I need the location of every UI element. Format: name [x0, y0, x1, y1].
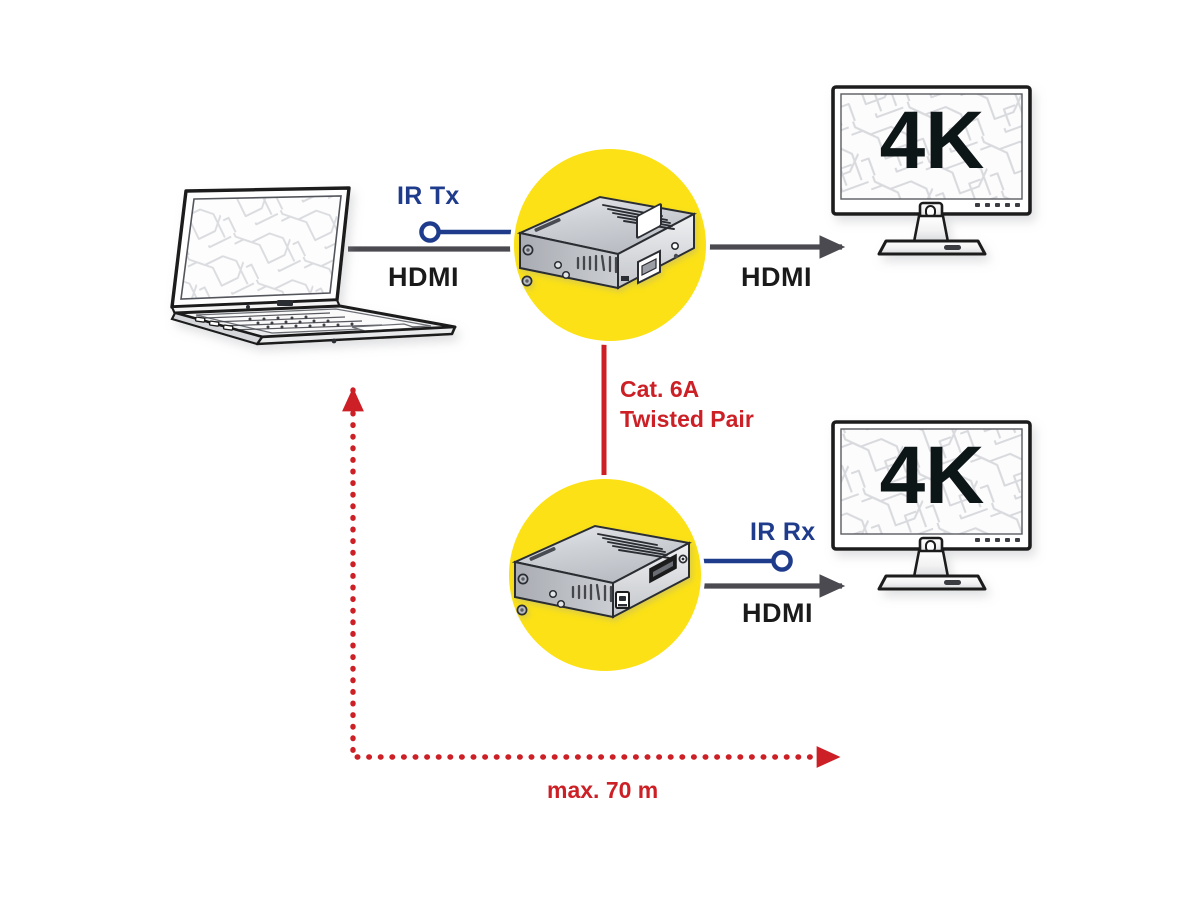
label-ir-tx: IR Tx: [397, 182, 460, 210]
label-hdmi-out-top: HDMI: [741, 262, 812, 292]
label-cat6a-line2: Twisted Pair: [620, 406, 754, 432]
ir-rx-terminal-icon: [771, 550, 793, 572]
receiver-device: [511, 524, 693, 619]
ir-tx-terminal-icon: [419, 221, 441, 243]
ir-rx-line: [700, 550, 793, 572]
display-monitor-bottom: 4K: [831, 420, 1032, 591]
hdmi-port-icon: [649, 553, 677, 584]
monitor-top-4k-text: 4K: [880, 95, 985, 186]
display-monitor-top: 4K: [831, 85, 1032, 256]
laptop-source: [170, 186, 457, 346]
label-max-distance: max. 70 m: [547, 777, 659, 803]
label-hdmi-source: HDMI: [388, 262, 459, 292]
label-ir-rx: IR Rx: [750, 518, 816, 546]
transmitter-device: [516, 195, 698, 290]
monitor-bottom-4k-text: 4K: [880, 430, 985, 521]
rj45-port-icon: [637, 249, 661, 285]
ir-jack-icon: [615, 591, 630, 609]
label-hdmi-out-bottom: HDMI: [742, 598, 813, 628]
label-cat6a-line1: Cat. 6A: [620, 376, 700, 402]
